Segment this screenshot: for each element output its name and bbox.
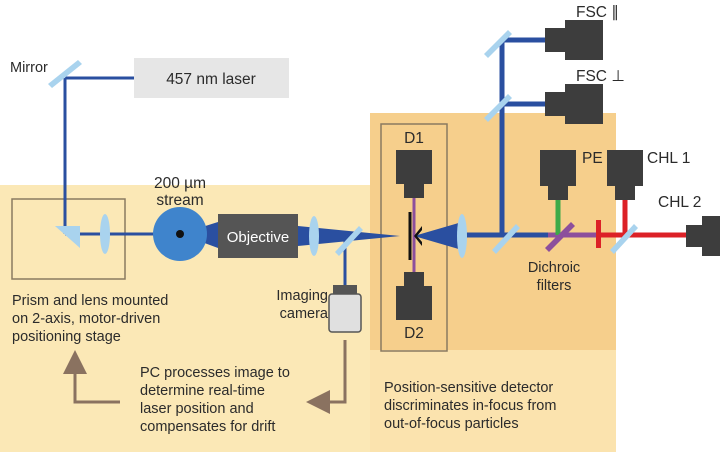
pe-detector-icon (540, 150, 576, 200)
red-filter-bar (596, 220, 601, 248)
laser-label: 457 nm laser (166, 71, 256, 88)
mirror-fsc-perp (484, 94, 512, 122)
mirror-split (492, 224, 520, 254)
psd-label-line2: discriminates in-focus from (384, 398, 556, 414)
dichroic-filter (545, 222, 575, 252)
mirror-camera (335, 226, 363, 256)
detector-cross (414, 226, 422, 246)
dichroic-label-line2: filters (537, 278, 572, 294)
imaging-camera-icon (328, 285, 362, 333)
prism-label-line2: on 2-axis, motor-driven (12, 311, 160, 327)
d1-label: D1 (404, 130, 424, 147)
fsc-perp-label: FSC ⊥ (576, 68, 625, 85)
lenses (100, 214, 467, 258)
detector-panel-lower (370, 350, 616, 452)
fsc-perp-detector-icon (545, 84, 603, 124)
imaging-label-line1: Imaging (276, 288, 328, 304)
pe-label: PE (582, 150, 603, 167)
fsc-par-detector-icon (545, 20, 603, 60)
imaging-label-line2: camera (280, 306, 329, 322)
detector-d1-icon (396, 150, 432, 198)
psd-label-line3: out-of-focus particles (384, 416, 519, 432)
chl2-detector-icon (686, 216, 720, 256)
chl2-label: CHL 2 (658, 194, 701, 211)
psd-label-line1: Position-sensitive detector (384, 380, 553, 396)
lens-objective-out (309, 216, 319, 256)
stage-outline (11, 198, 126, 280)
pc-label-line4: compensates for drift (140, 419, 275, 435)
d2-label: D2 (404, 325, 424, 342)
dichroic-label-line1: Dichroic (528, 260, 580, 276)
mirror-chl (610, 224, 638, 254)
pc-label-line1: PC processes image to (140, 365, 290, 381)
stream-center (176, 230, 184, 238)
mirror-top-left (48, 60, 82, 88)
chl1-label: CHL 1 (647, 150, 690, 167)
pc-label-line3: laser position and (140, 401, 254, 417)
mirror-label: Mirror (10, 60, 48, 76)
prism (55, 226, 80, 248)
stream-label-line1: 200 µm (154, 175, 206, 192)
beam-cone-detector (414, 222, 462, 250)
pc-to-stage-arrow (63, 350, 120, 404)
fsc-par-label: FSC ∥ (576, 4, 619, 21)
objective-box (218, 214, 298, 258)
lens-stage (100, 214, 110, 254)
detector-d2-icon (396, 272, 432, 320)
prism-label-line3: positioning stage (12, 329, 121, 345)
mirror-elements (48, 30, 638, 256)
pc-label-line2: determine real-time (140, 383, 265, 399)
mirror-fsc-par (484, 30, 512, 58)
prism-label-line1: Prism and lens mounted (12, 293, 168, 309)
pc-return-arrow (306, 340, 347, 414)
lens-detector-out (457, 214, 467, 258)
laser-box (134, 58, 289, 98)
chl1-detector-icon (607, 150, 643, 200)
objective-label: Objective (227, 229, 290, 246)
beam-cone-objective (298, 226, 400, 246)
stream-label-line2: stream (156, 192, 203, 209)
